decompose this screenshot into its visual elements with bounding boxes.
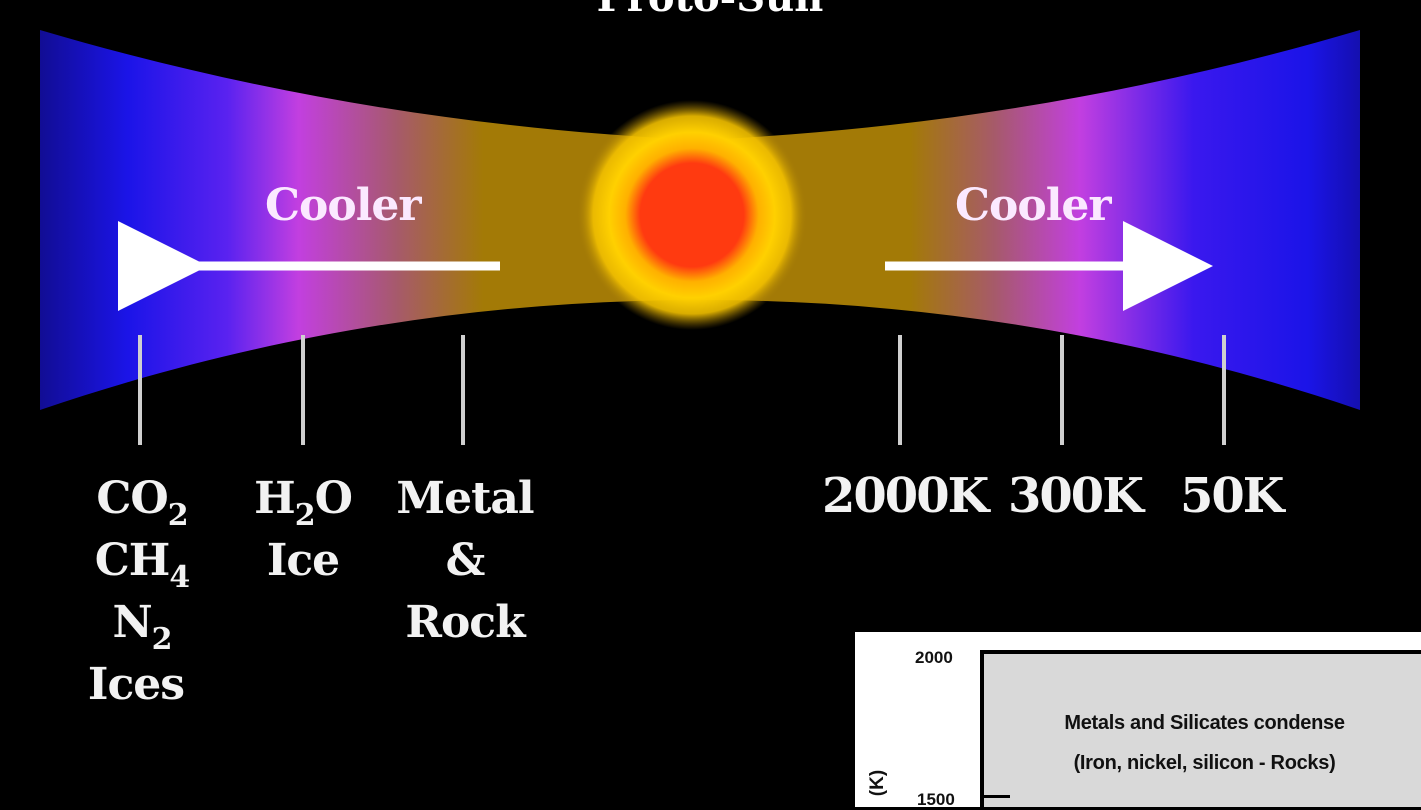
region-label-line2: (Iron, nickel, silicon - Rocks) [1073,752,1336,774]
region-label-line1: Metals and Silicates condense [1064,712,1345,734]
proto-sun [577,100,807,330]
metal-rock-label: Metal & Rock [396,473,534,648]
temp-50k: 50K [1180,468,1285,524]
condensation-chart-inset: 2000 1500 (K) Metals and Silicates conde… [855,632,1421,809]
temp-2000k: 2000K [822,468,989,524]
diagram-title: Proto-Sun [560,0,860,21]
left-cooler-label: Cooler [265,180,422,231]
y-tick-1500: 1500 [917,790,955,809]
y-axis-label: (K) [867,769,889,797]
plot-area: Metals and Silicates condense (Iron, nic… [980,650,1421,807]
ices-label: CO2 CH4 N2 Ices [87,473,190,710]
right-cooler-label: Cooler [955,180,1112,231]
y-tick-2000: 2000 [915,648,953,667]
water-ice-label: H2O Ice [254,473,353,586]
y-tick-mark-1500 [984,795,1010,798]
temp-300k: 300K [1008,468,1144,524]
